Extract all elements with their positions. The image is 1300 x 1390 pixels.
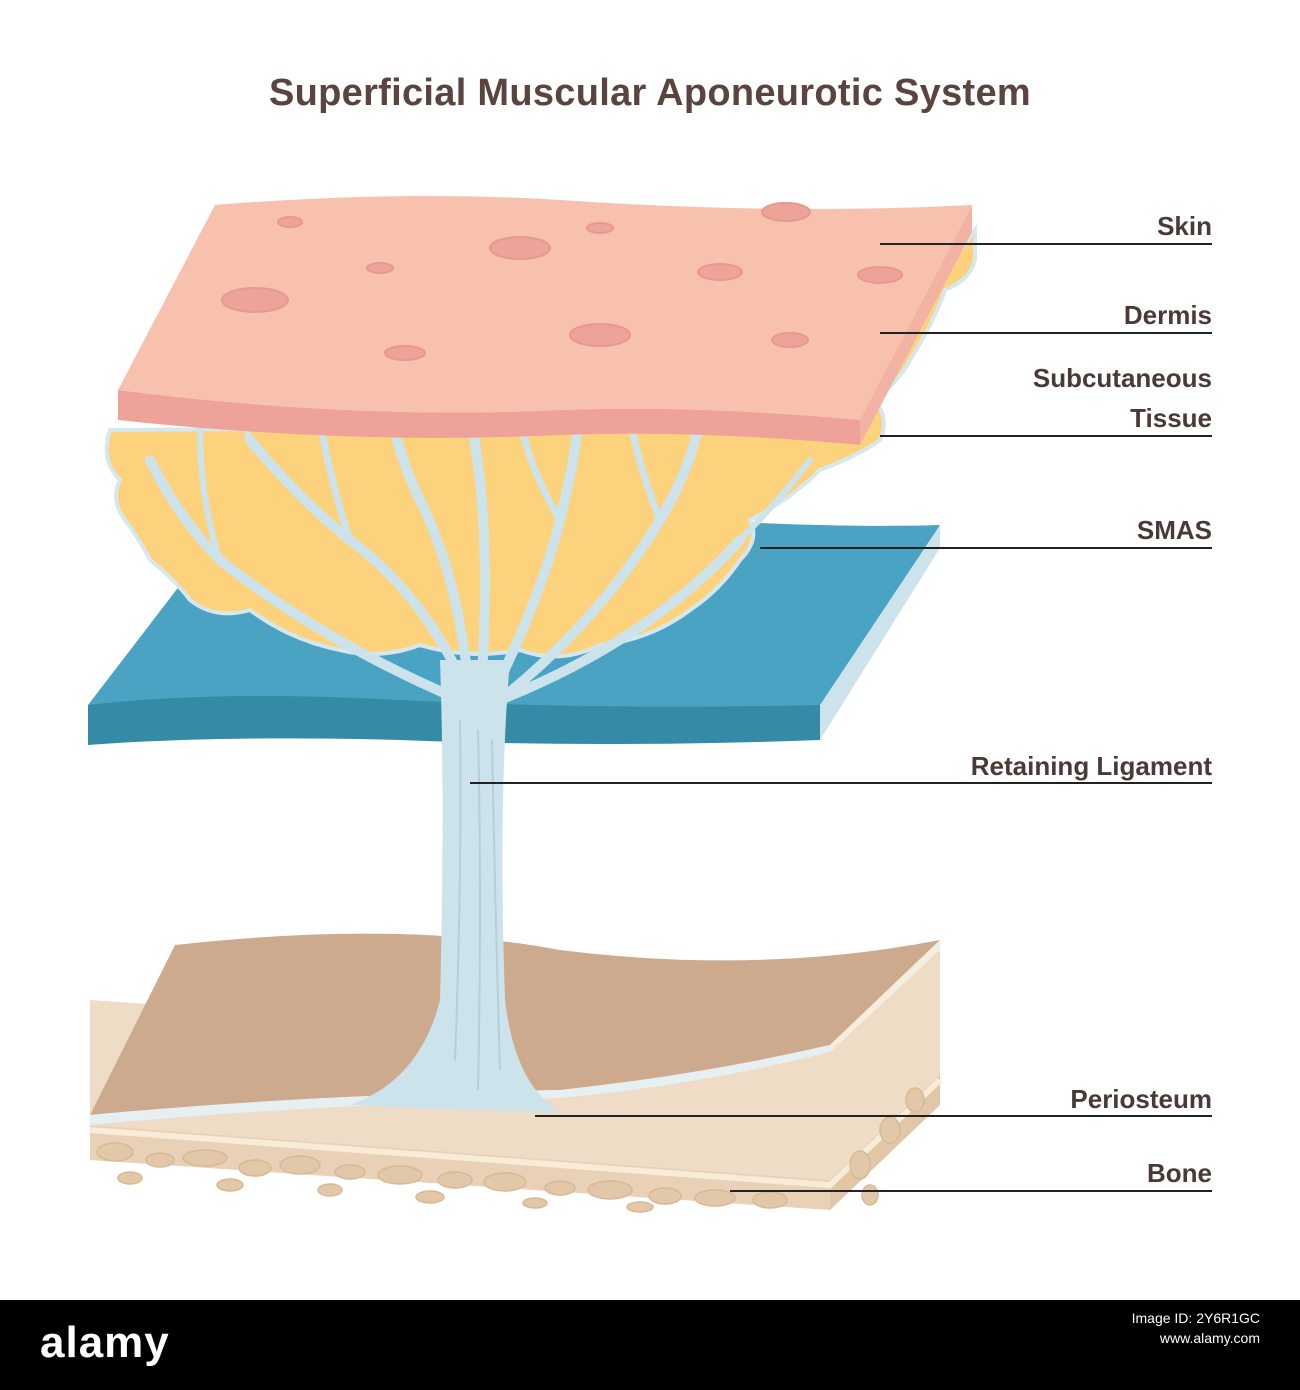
skin-layer (118, 196, 972, 445)
periosteum-layer (90, 933, 940, 1125)
smas-diagram (88, 196, 1212, 1213)
watermark-logo: alamy (40, 1318, 170, 1367)
watermark-id: Image ID: 2Y6R1GC www.alamy.com (1132, 1308, 1260, 1348)
label-periosteum: Periosteum (1070, 1084, 1212, 1114)
leader-lines (470, 243, 1212, 1192)
ligament-branches (145, 402, 813, 705)
label-subcutaneous-line2: Tissue (1130, 403, 1212, 433)
diagram-title: Superficial Muscular Aponeurotic System (268, 72, 1032, 114)
image-id: Image ID: 2Y6R1GC (1131, 1310, 1260, 1326)
watermark-footer: alamy Image ID: 2Y6R1GC www.alamy.com (0, 1300, 1300, 1390)
label-smas: SMAS (1136, 515, 1212, 545)
label-skin: Skin (1157, 211, 1212, 241)
label-subcutaneous-line1: Subcutaneous (1032, 363, 1212, 393)
site-url: www.alamy.com (1159, 1330, 1260, 1346)
label-retaining-ligament: Retaining Ligament (970, 751, 1212, 781)
retaining-ligament (350, 660, 560, 1112)
label-dermis: Dermis (1123, 300, 1212, 330)
label-bone: Bone (1147, 1158, 1212, 1188)
